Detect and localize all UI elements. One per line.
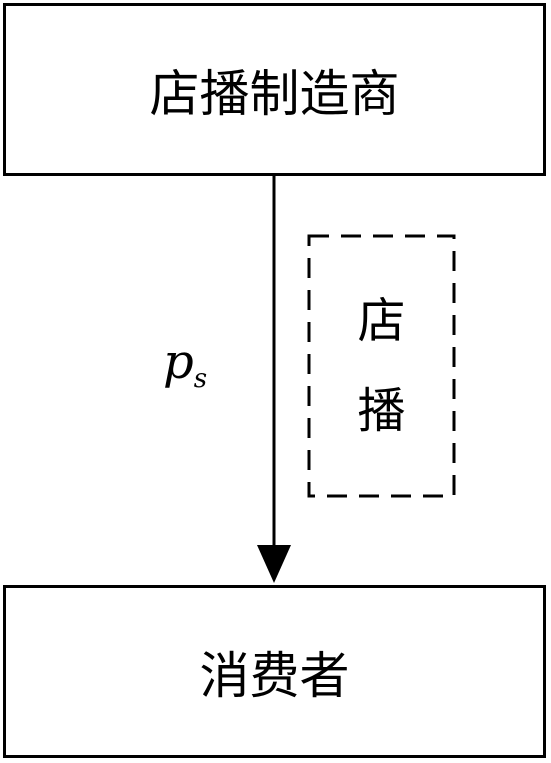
livestream-char-2: 播	[357, 383, 406, 439]
price-label: ps	[163, 338, 207, 392]
price-subscript: s	[193, 364, 208, 395]
flow-arrow-head	[257, 545, 291, 583]
consumer-label: 消费者	[199, 646, 350, 705]
price-symbol: p	[163, 334, 194, 390]
livestream-dashed-box	[307, 234, 456, 498]
manufacturer-label: 店播制造商	[149, 64, 400, 123]
livestream-char-1: 店	[357, 293, 406, 349]
manufacturer-box: 店播制造商	[3, 3, 546, 176]
consumer-box: 消费者	[3, 585, 546, 758]
livestream-label: 店 播	[309, 236, 454, 496]
